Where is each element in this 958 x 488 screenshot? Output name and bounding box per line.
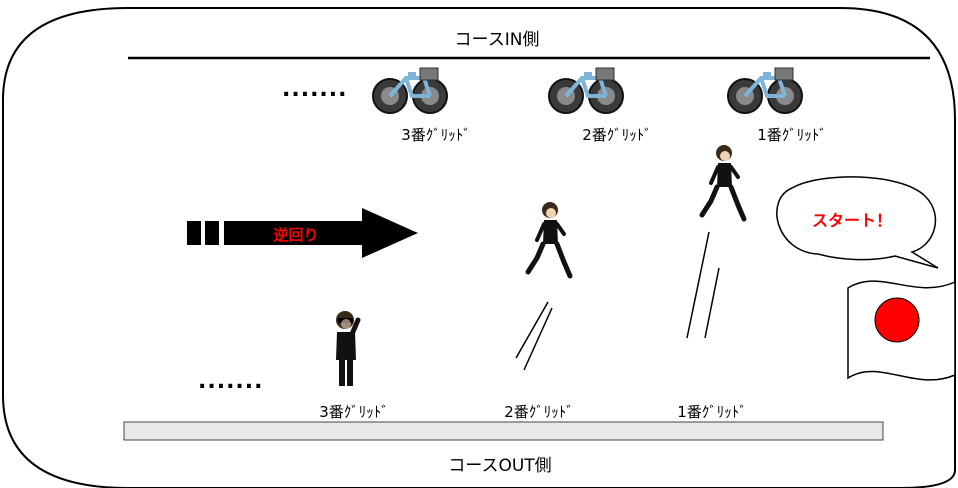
motion-lines bbox=[515, 231, 720, 371]
course-out-label: コースOUT側 bbox=[448, 456, 551, 476]
standing-person-icon bbox=[336, 311, 361, 386]
in-grid-3-label: 3番ｸﾞﾘｯﾄﾞ bbox=[401, 126, 471, 144]
bicycle-icon bbox=[727, 67, 803, 114]
out-grid-1-label: 1番ｸﾞﾘｯﾄﾞ bbox=[677, 403, 747, 421]
out-grid-3-label: 3番ｸﾞﾘｯﾄﾞ bbox=[319, 403, 389, 421]
course-in-label: コースIN側 bbox=[455, 30, 540, 50]
reverse-direction-arrow bbox=[187, 208, 418, 258]
flag-sun-circle bbox=[874, 297, 920, 343]
running-person-icon bbox=[525, 202, 573, 279]
out-grid-2-label: 2番ｸﾞﾘｯﾄﾞ bbox=[504, 403, 574, 421]
out-side-continuation-dots: ....... bbox=[198, 369, 264, 394]
running-person-icon bbox=[699, 145, 747, 222]
in-grid-2-label: 2番ｸﾞﾘｯﾄﾞ bbox=[582, 126, 652, 144]
bicycle-icon bbox=[548, 67, 624, 114]
japan-flag-icon bbox=[847, 280, 956, 381]
start-speech-text: スタート！ bbox=[812, 211, 892, 230]
speech-bubble bbox=[776, 176, 939, 269]
in-side-continuation-dots: ....... bbox=[282, 77, 348, 102]
course-out-bar bbox=[123, 421, 884, 441]
in-grid-1-label: 1番ｸﾞﾘｯﾄﾞ bbox=[757, 126, 827, 144]
reverse-direction-label: 逆回り bbox=[273, 226, 318, 244]
bicycle-icon bbox=[372, 67, 448, 114]
